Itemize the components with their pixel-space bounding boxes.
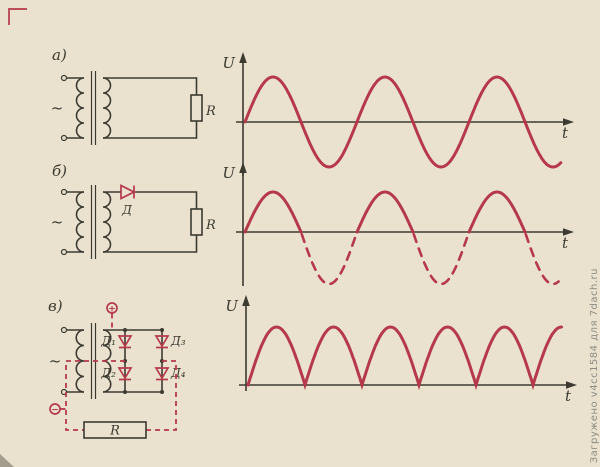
x-axis-label: t [562, 124, 569, 142]
graph-input-voltage: U t [222, 52, 574, 176]
diode-d2-icon [117, 367, 133, 380]
waveform-solid [243, 75, 563, 169]
waveform-solid [243, 190, 527, 234]
diode-d2-label: Д₂ [100, 366, 116, 380]
circuit-b: б) ~ Д R [51, 162, 216, 259]
primary-coil [75, 191, 85, 253]
y-axis-label: U [225, 297, 239, 315]
bridge-diodes [117, 335, 170, 381]
y-axis-label: U [222, 164, 236, 182]
load-wires [103, 77, 198, 139]
diode-d4-icon [154, 367, 170, 380]
terminal [60, 134, 68, 142]
diode-label: Д [121, 203, 132, 217]
primary-coil [75, 77, 85, 139]
minus-sign: − [51, 406, 59, 416]
resistor-label: R [205, 104, 216, 119]
junction-dots [123, 328, 164, 394]
x-axis-arrow-icon [563, 118, 574, 126]
bridge-rails [103, 329, 163, 393]
diode-d1-icon [117, 335, 133, 348]
y-axis-arrow-icon [239, 162, 247, 173]
circuit-a-label: а) [52, 46, 67, 64]
waveform-dashed [300, 233, 560, 286]
diode-d3-label: Д₃ [170, 334, 186, 348]
corner-mark [8, 8, 27, 25]
y-axis-arrow-icon [242, 295, 250, 306]
transformer-core [90, 71, 97, 145]
circuit-a: а) ~ R [51, 46, 216, 145]
x-axis-arrow-icon [566, 381, 577, 389]
y-axis-arrow-icon [239, 52, 247, 63]
page-corner-shadow [0, 454, 14, 467]
diode-d1-label: Д₁ [100, 334, 116, 348]
transformer-core [90, 185, 97, 259]
minus-terminal-icon [49, 403, 61, 415]
watermark-text: Загружено v4cc1584 для 7dach.ru [589, 267, 600, 463]
load-resistor-symbol [83, 421, 147, 439]
diode-d4-label: Д₄ [170, 366, 186, 380]
terminal [60, 248, 68, 256]
secondary-coil [102, 77, 112, 139]
waveform-half-wave [243, 190, 560, 286]
x-axis-label: t [565, 387, 572, 405]
ac-source-symbol: ~ [51, 213, 64, 231]
resistor-label: R [205, 218, 216, 233]
dc-loop-right [146, 360, 177, 431]
secondary-coil [102, 191, 112, 253]
plus-sign: + [108, 305, 116, 315]
terminal [60, 326, 68, 334]
y-axis-label: U [222, 54, 236, 72]
waveform-rectified [246, 325, 563, 391]
circuit-v: в) ~ Д₁ Д₃ Д₂ Д₄ + [48, 297, 186, 439]
load-wires [103, 191, 198, 253]
x-axis-arrow-icon [563, 228, 574, 236]
resistor-symbol [190, 208, 203, 236]
terminal [60, 188, 68, 196]
waveform-sine [243, 75, 563, 169]
graph-half-wave: U t [222, 162, 574, 286]
waveform-solid [246, 325, 563, 391]
diode-d3-icon [154, 335, 170, 348]
graph-full-wave: U t [225, 295, 577, 405]
diode-icon [120, 184, 136, 200]
load-resistor-label: R [109, 424, 120, 439]
terminal [60, 74, 68, 82]
dc-loop-left [65, 360, 125, 431]
ac-source-symbol: ~ [51, 99, 64, 117]
ac-source-symbol: ~ [49, 352, 62, 370]
x-axis-label: t [562, 234, 569, 252]
circuit-b-label: б) [52, 162, 67, 180]
plus-terminal-icon [106, 302, 118, 314]
circuit-v-label: в) [48, 297, 63, 315]
resistor-symbol [190, 94, 203, 122]
